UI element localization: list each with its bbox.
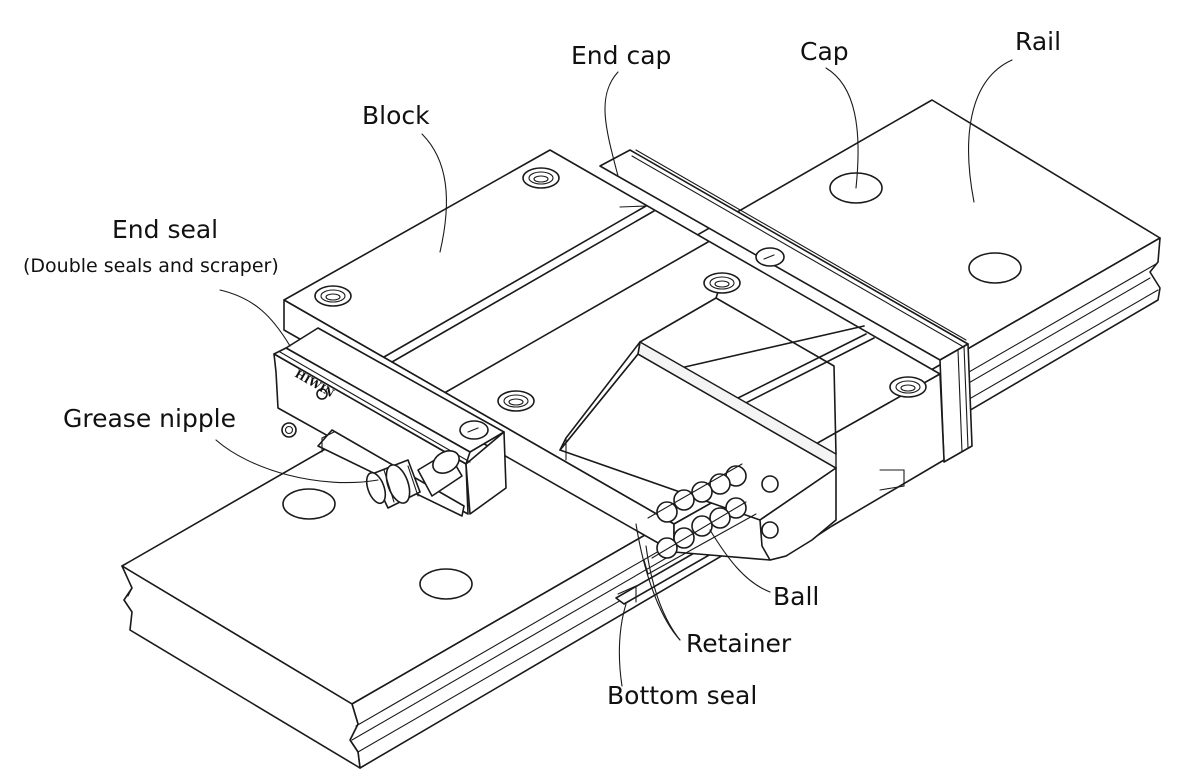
block-mounting-hole bbox=[889, 376, 927, 398]
label-cap: Cap bbox=[800, 37, 849, 66]
label-rail: Rail bbox=[1015, 27, 1061, 56]
label-end-seal-note: (Double seals and scraper) bbox=[23, 255, 279, 277]
block bbox=[283, 149, 973, 561]
balls bbox=[643, 463, 757, 575]
leader-end-seal bbox=[219, 289, 291, 347]
rail-mounting-hole bbox=[419, 568, 473, 600]
leader-cap bbox=[825, 67, 859, 189]
rail-mounting-hole bbox=[282, 488, 336, 520]
block-mounting-hole bbox=[497, 390, 535, 412]
leader-ball bbox=[709, 529, 771, 593]
block-mounting-hole bbox=[522, 167, 560, 189]
label-retainer: Retainer bbox=[686, 629, 792, 658]
block-mounting-hole bbox=[703, 272, 741, 294]
leader-retainer-2 bbox=[635, 523, 681, 641]
block-mounting-hole bbox=[314, 285, 352, 307]
labels: End cap Cap Rail Block End seal (Double … bbox=[23, 27, 1061, 710]
label-grease-nipple: Grease nipple bbox=[63, 404, 236, 433]
label-bottom-seal: Bottom seal bbox=[607, 681, 757, 710]
leader-rail bbox=[968, 59, 1013, 203]
grease-nipple bbox=[365, 450, 463, 509]
label-ball: Ball bbox=[773, 582, 819, 611]
label-end-cap: End cap bbox=[571, 41, 671, 70]
rail-mounting-hole bbox=[968, 252, 1022, 284]
label-block: Block bbox=[362, 101, 430, 130]
label-end-seal: End seal bbox=[112, 215, 218, 244]
leader-lines bbox=[215, 59, 1013, 687]
leader-grease-nipple bbox=[215, 439, 379, 484]
leader-end-cap bbox=[604, 71, 619, 177]
leader-bottom-seal bbox=[618, 603, 627, 687]
leader-block bbox=[421, 133, 447, 253]
